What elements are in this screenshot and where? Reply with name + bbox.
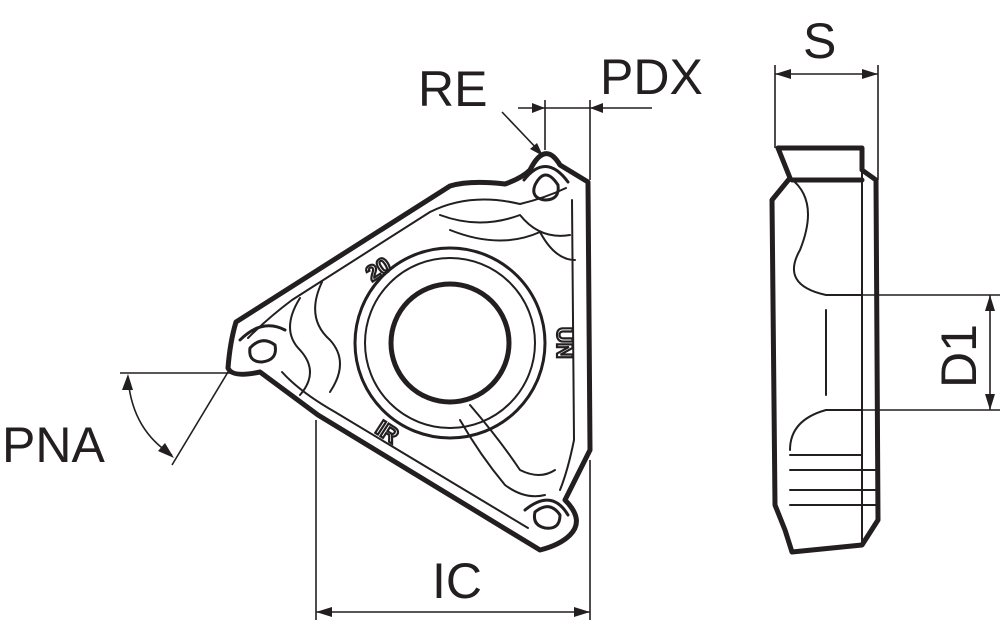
insert-hand-marking: IR (371, 415, 403, 448)
corner-top-detail (522, 165, 570, 202)
chip-breaker-lines (289, 214, 576, 498)
insert-side-view (769, 145, 881, 555)
re-leader-line (501, 111, 541, 153)
label-d1: D1 (931, 324, 987, 388)
insert-outline (225, 151, 593, 553)
clamp-ring-inner (364, 257, 536, 429)
insert-thread-type-marking: UN (552, 327, 577, 359)
label-s: S (803, 13, 836, 69)
label-pdx: PDX (600, 49, 703, 105)
dimension-lines (120, 65, 1000, 620)
insert-front-view (225, 151, 593, 553)
pna-angle-arc (127, 377, 173, 456)
side-outline (769, 145, 881, 555)
clamp-ring-outer (353, 246, 547, 440)
corner-left-detail (238, 324, 287, 364)
corner-bottom-detail (523, 498, 570, 530)
clamp-hole (388, 281, 512, 405)
side-inner-profile (789, 169, 877, 546)
label-ic: IC (432, 553, 482, 609)
label-pna: PNA (2, 417, 105, 473)
insert-size-marking: 20 (361, 252, 395, 286)
label-re: RE (418, 61, 487, 117)
insert-inner-contour (247, 187, 575, 529)
